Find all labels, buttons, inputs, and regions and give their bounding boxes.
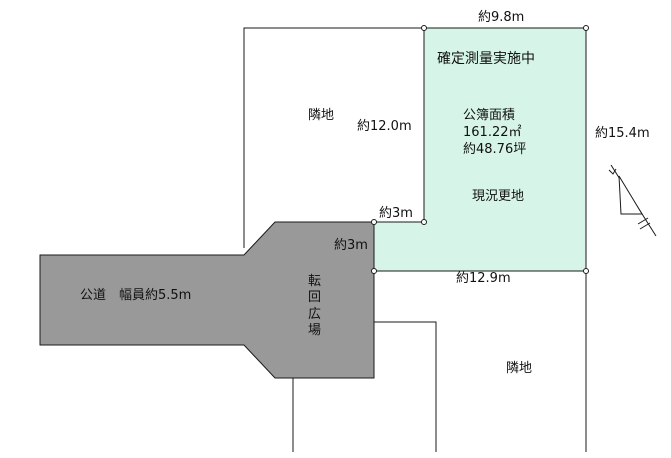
neighbor-bottom-label: 隣地	[506, 361, 533, 376]
turnaround-char: 広	[308, 306, 322, 322]
public-road	[39, 221, 375, 379]
corner-markers	[371, 25, 589, 274]
neighbor-boundary-top	[243, 27, 424, 248]
turnaround-char: 場	[308, 322, 322, 338]
neighbor-top-label: 隣地	[308, 108, 335, 123]
corner-marker	[421, 219, 427, 225]
notch-height-label: 約3m	[334, 238, 368, 253]
lower-boundary-mid	[374, 321, 437, 452]
corner-marker	[371, 268, 377, 274]
right-depth-label: 約15.4m	[595, 126, 650, 141]
area-sqm-label: 161.22㎡	[463, 125, 522, 140]
turnaround-char: 転	[308, 274, 322, 289]
land-status-label: 現況更地	[472, 189, 525, 204]
turnaround-label: 転 回 広 場	[308, 274, 321, 339]
corner-marker	[583, 268, 589, 274]
north-arrow-icon	[608, 164, 657, 237]
left-depth-label: 約12.0m	[357, 119, 412, 134]
notch-width-label: 約3m	[379, 206, 413, 221]
survey-status-label: 確定測量実施中	[437, 51, 535, 67]
corner-marker	[583, 25, 589, 31]
turnaround-char: 回	[308, 290, 322, 306]
area-tsubo-label: 約48.76坪	[463, 142, 527, 157]
road-label: 公道 幅員約5.5m	[80, 288, 192, 303]
corner-marker	[421, 25, 427, 31]
bottom-width-label: 約12.9m	[456, 271, 511, 286]
area-title-label: 公簿面積	[463, 108, 516, 123]
corner-marker	[371, 219, 377, 225]
top-width-label: 約9.8m	[478, 10, 525, 25]
